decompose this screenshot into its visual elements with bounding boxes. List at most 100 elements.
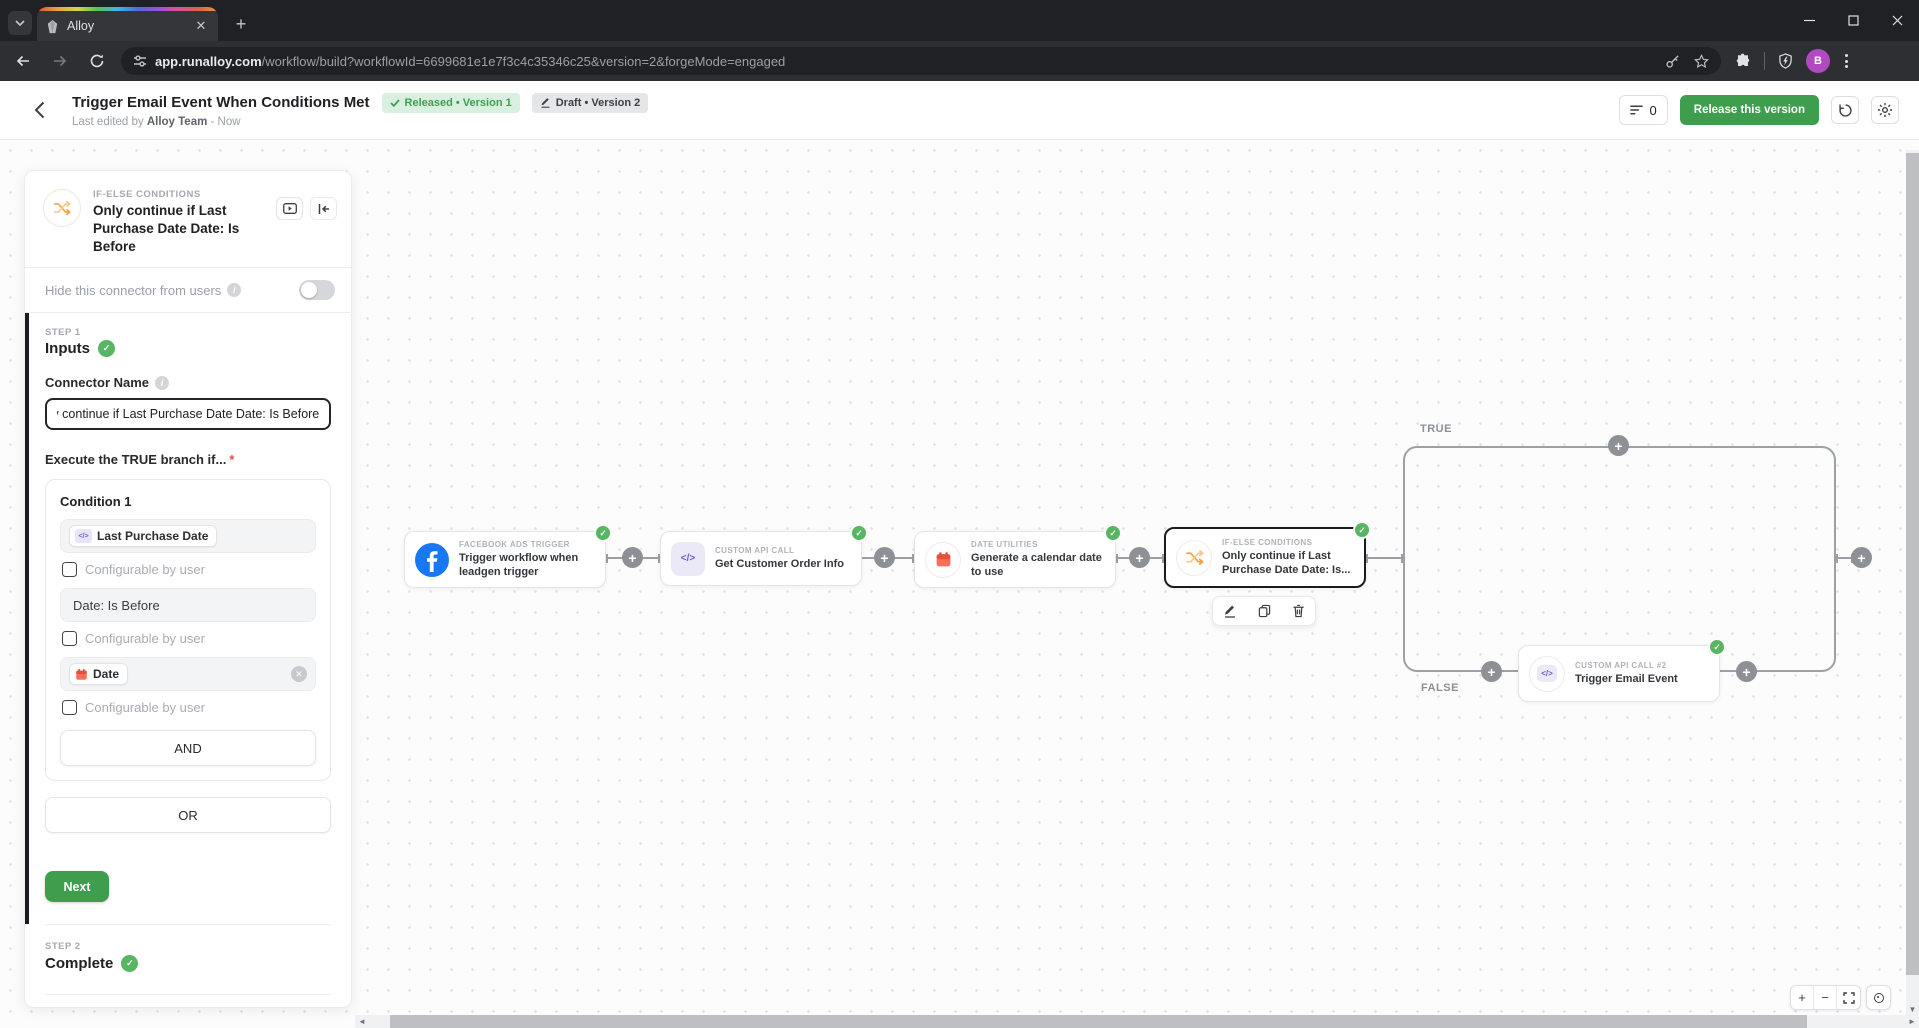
connector-name-input[interactable] bbox=[45, 398, 331, 431]
false-branch-label: FALSE bbox=[1421, 682, 1459, 694]
add-step-button-3[interactable]: + bbox=[1129, 547, 1150, 568]
minimize-button[interactable] bbox=[1787, 0, 1831, 41]
add-step-false-branch-button-2[interactable]: + bbox=[1736, 661, 1757, 682]
chevron-down-icon bbox=[15, 20, 25, 26]
tab-search-button[interactable] bbox=[8, 11, 32, 35]
variable-chip[interactable]: Date bbox=[69, 663, 129, 686]
gear-icon bbox=[1878, 103, 1892, 117]
extensions-puzzle-icon[interactable] bbox=[1735, 53, 1751, 69]
released-version-badge[interactable]: Released • Version 1 bbox=[381, 92, 520, 113]
target-icon bbox=[1873, 992, 1884, 1003]
fit-view-button[interactable] bbox=[1837, 986, 1860, 1009]
node-title: Only continue if Last Purchase Date Date… bbox=[1222, 549, 1351, 576]
node-trigger-email-event[interactable]: ✓ </> CUSTOM API CALL #2 Trigger Email E… bbox=[1518, 638, 1726, 702]
release-version-button[interactable]: Release this version bbox=[1679, 95, 1819, 125]
next-button[interactable]: Next bbox=[45, 871, 109, 903]
configurable-checkbox[interactable] bbox=[62, 631, 77, 647]
scroll-down-arrow[interactable]: ▼ bbox=[1908, 1005, 1917, 1014]
maximize-button[interactable] bbox=[1831, 0, 1875, 41]
node-title: Get Customer Order Info bbox=[715, 557, 844, 570]
back-to-workflows-button[interactable] bbox=[28, 99, 50, 121]
node-type-label: FACEBOOK ADS TRIGGER bbox=[459, 539, 570, 549]
vertical-scrollbar[interactable]: ▼ bbox=[1906, 150, 1919, 1015]
condition-value-field[interactable]: </> Last Purchase Date bbox=[60, 519, 316, 554]
configurable-row: Configurable by user bbox=[62, 700, 314, 716]
new-tab-button[interactable]: + bbox=[235, 13, 247, 34]
horizontal-scrollbar-thumb[interactable] bbox=[390, 1015, 1807, 1028]
edit-pencil-icon[interactable] bbox=[1223, 604, 1237, 618]
true-branch-label: TRUE bbox=[1420, 423, 1452, 435]
add-step-false-branch-button-1[interactable]: + bbox=[1481, 661, 1502, 682]
add-step-button-2[interactable]: + bbox=[874, 547, 895, 568]
code-icon: </> bbox=[671, 541, 705, 576]
workflow-title-block: Trigger Email Event When Conditions Met … bbox=[72, 92, 649, 128]
condition-operator-select[interactable]: Date: Is Before bbox=[60, 588, 316, 623]
browser-menu-icon[interactable] bbox=[1843, 54, 1856, 68]
toolbar-divider bbox=[1764, 52, 1765, 70]
configurable-row: Configurable by user bbox=[62, 631, 314, 647]
extension-shield-icon[interactable] bbox=[1778, 53, 1793, 69]
divider bbox=[45, 924, 331, 926]
condition-group: Condition 1 </> Last Purchase Date Confi… bbox=[45, 479, 331, 782]
forward-button[interactable] bbox=[46, 47, 74, 75]
node-custom-api-call[interactable]: ✓ </> CUSTOM API CALL Get Customer Order… bbox=[660, 524, 868, 586]
workflow-canvas[interactable]: TRUE FALSE + + + + + + + ✓ FACEBOOK ADS … bbox=[0, 140, 1919, 1028]
check-icon bbox=[389, 98, 400, 107]
vertical-scrollbar-thumb[interactable] bbox=[1906, 153, 1919, 975]
filter-lines-icon bbox=[1629, 105, 1643, 115]
delete-trash-icon[interactable] bbox=[1292, 604, 1305, 618]
collapse-panel-button[interactable] bbox=[310, 197, 337, 220]
divider bbox=[25, 312, 351, 314]
url-bar[interactable]: app.runalloy.com/workflow/build?workflow… bbox=[121, 47, 1721, 75]
horizontal-scrollbar[interactable]: ◄ ► bbox=[355, 1015, 1919, 1028]
add-and-condition-button[interactable]: AND bbox=[60, 730, 316, 767]
site-settings-icon[interactable] bbox=[133, 54, 147, 68]
shuffle-icon bbox=[1176, 539, 1212, 576]
zoom-in-button[interactable]: + bbox=[1791, 986, 1814, 1009]
configurable-row: Configurable by user bbox=[62, 562, 314, 578]
node-title: Trigger Email Event bbox=[1575, 672, 1678, 685]
add-step-true-branch-button[interactable]: + bbox=[1608, 435, 1629, 456]
back-button[interactable] bbox=[9, 47, 37, 75]
close-window-button[interactable] bbox=[1875, 0, 1919, 41]
interactivity-lock-button[interactable] bbox=[1866, 985, 1891, 1010]
add-step-button-1[interactable]: + bbox=[622, 547, 643, 568]
node-facebook-ads-trigger[interactable]: ✓ FACEBOOK ADS TRIGGER Trigger workflow … bbox=[404, 524, 612, 588]
calendar-icon bbox=[925, 541, 961, 578]
version-history-button[interactable] bbox=[1831, 96, 1859, 124]
node-date-utilities[interactable]: ✓ DATE UTILITIES Generate a calendar dat… bbox=[914, 524, 1122, 588]
scroll-left-arrow[interactable]: ◄ bbox=[358, 1017, 366, 1026]
tab-close-icon[interactable]: ✕ bbox=[195, 18, 207, 33]
workflow-title: Trigger Email Event When Conditions Met bbox=[72, 94, 370, 111]
app-header: Trigger Email Event When Conditions Met … bbox=[0, 81, 1919, 140]
zoom-out-button[interactable]: − bbox=[1814, 986, 1837, 1009]
step-2-section: STEP 2 Complete ✓ bbox=[25, 925, 351, 994]
canvas-zoom-controls: + − bbox=[1790, 985, 1861, 1010]
configurable-checkbox[interactable] bbox=[62, 700, 77, 716]
add-step-output-button[interactable]: + bbox=[1851, 547, 1872, 568]
tutorial-video-button[interactable] bbox=[276, 197, 303, 220]
reload-button[interactable] bbox=[83, 47, 111, 75]
node-success-badge: ✓ bbox=[1104, 524, 1122, 542]
scroll-right-arrow[interactable]: ► bbox=[1908, 1017, 1916, 1026]
changes-count-button[interactable]: 0 bbox=[1618, 95, 1668, 125]
video-icon bbox=[282, 203, 297, 214]
tab-theme-stripe bbox=[37, 7, 218, 11]
draft-version-badge[interactable]: Draft • Version 2 bbox=[531, 92, 649, 113]
step-1-section: STEP 1 Inputs ✓ Connector Name i Execute… bbox=[25, 313, 351, 925]
browser-tab[interactable]: Alloy ✕ bbox=[37, 7, 218, 41]
profile-avatar[interactable]: B bbox=[1806, 49, 1830, 73]
settings-button[interactable] bbox=[1871, 96, 1899, 124]
bookmark-star-icon[interactable] bbox=[1694, 53, 1709, 69]
add-or-condition-button[interactable]: OR bbox=[45, 797, 331, 834]
clear-value-icon[interactable]: ✕ bbox=[291, 666, 307, 683]
condition-compare-field[interactable]: Date ✕ bbox=[60, 657, 316, 692]
node-if-else-conditions[interactable]: ✓ IF-ELSE CONDITIONS Only continue if La… bbox=[1164, 521, 1371, 588]
configurable-checkbox[interactable] bbox=[62, 562, 77, 578]
password-key-icon[interactable] bbox=[1665, 54, 1680, 69]
collapse-left-icon bbox=[318, 203, 329, 214]
duplicate-icon[interactable] bbox=[1258, 604, 1271, 618]
variable-chip[interactable]: </> Last Purchase Date bbox=[69, 525, 218, 548]
hide-connector-toggle[interactable] bbox=[299, 280, 335, 301]
